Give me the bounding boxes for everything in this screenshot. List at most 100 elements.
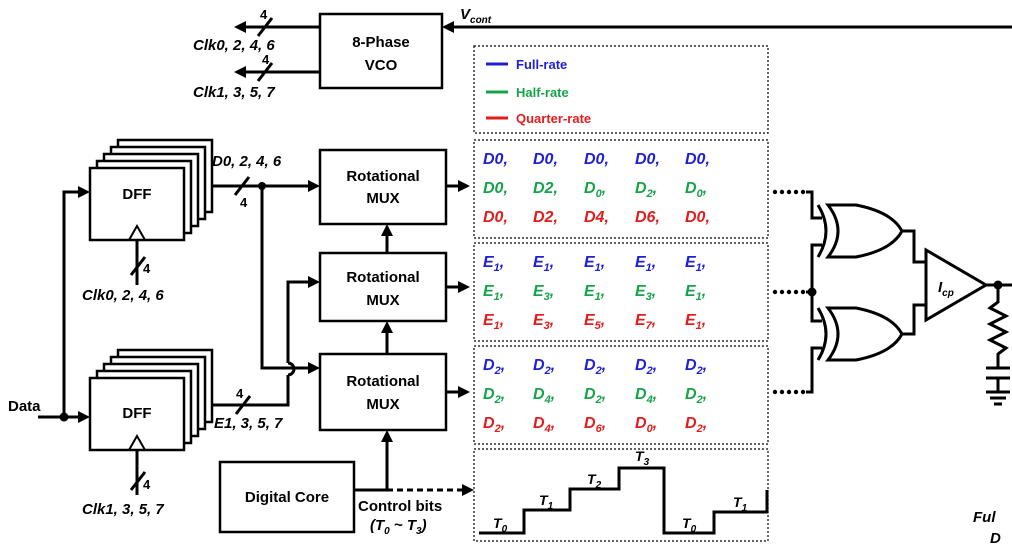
mux-top-line1: Rotational — [346, 168, 419, 185]
timing-diagram: T0 T1 T2 T3 T0 T1 — [473, 448, 769, 542]
d-even-bus-slash — [233, 176, 251, 196]
dff-bottom-clock-triangle — [128, 433, 146, 451]
xor-top-in-b-wire — [810, 243, 822, 292]
control-bits-arrowhead — [462, 484, 474, 496]
sequence-d-quarter-item: D0, — [483, 209, 508, 226]
xor-bot-in-b-wire — [806, 346, 822, 394]
data-top-arrowhead — [78, 186, 90, 198]
sequence-e-quarter-item: E5, — [584, 312, 605, 332]
dotted-connectors — [772, 189, 806, 395]
sequence-d2-full-item: D2, — [584, 357, 606, 377]
sequence-d-half-item: D0, — [483, 180, 508, 197]
clk-odd-arrowhead — [234, 66, 246, 78]
timing-t2: T2 — [587, 471, 602, 491]
xor-gate-bottom — [816, 306, 904, 362]
xor-gate-top — [816, 203, 904, 259]
e-odd-crossover — [287, 361, 296, 377]
dff-top-clock-triangle — [128, 223, 146, 241]
d-even-bus-width: 4 — [240, 195, 248, 210]
digital-core-label: Digital Core — [245, 489, 329, 506]
sequence-e-half-item: E1, — [584, 283, 605, 303]
mux-top-line2: MUX — [366, 190, 399, 207]
sequence-e-half-item: E3, — [635, 283, 656, 303]
data-bottom-arrowhead — [78, 411, 90, 423]
sequence-e-full-item: E1, — [483, 254, 504, 274]
sequence-e-full-item: E1, — [635, 254, 656, 274]
dff-top-clk-slash — [129, 256, 147, 276]
charge-pump-amplifier: Icp — [924, 247, 989, 323]
sequence-text-layer: D0,D0,D0,D0,D0,D0,D2,D0,D2,D0,D0,D2,D4,D… — [483, 151, 710, 435]
mux-bot-line1: Rotational — [346, 373, 419, 390]
control-staircase-waveform — [479, 466, 769, 535]
sequence-e-quarter-item: E3, — [533, 312, 554, 332]
e-odd-arrowhead — [308, 276, 320, 288]
sequence-d2-half-item: D4, — [635, 386, 657, 406]
dff-top-stack: DFF — [88, 138, 214, 242]
mux-mid-line2: MUX — [366, 292, 399, 309]
digital-core-block: Digital Core — [218, 460, 356, 534]
sequence-d2-full-item: D2, — [685, 357, 707, 377]
timing-t1-b: T1 — [733, 494, 748, 514]
clk-odd-bus-width: 4 — [262, 52, 270, 67]
timing-t0-b: T0 — [682, 515, 697, 535]
vco-label-line1: 8-Phase — [352, 34, 410, 51]
d-even-bottom-arrowhead — [308, 362, 320, 374]
vcont-arrowhead — [442, 21, 454, 33]
sequence-d2-half-item: D2, — [584, 386, 606, 406]
e-odd-bus-wire — [212, 375, 290, 407]
d-even-bus-label: D0, 2, 4, 6 — [212, 153, 282, 170]
sequence-d2-full-item: D2, — [635, 357, 657, 377]
sequence-e-quarter-item: E1, — [685, 312, 706, 332]
xor-bot-out-wire — [902, 303, 926, 336]
rotational-mux-bottom: Rotational MUX — [318, 352, 448, 432]
clk-even-arrowhead — [234, 21, 246, 33]
dff-bottom-clk-label: Clk1, 3, 5, 7 — [82, 501, 164, 518]
mux-top-out-arrowhead — [458, 180, 470, 192]
clk-even-bus-width: 4 — [260, 7, 268, 22]
sequence-e-quarter-item: E7, — [635, 312, 656, 332]
sequence-box-d2 — [473, 345, 769, 445]
sequence-e-full-item: E1, — [584, 254, 605, 274]
sequence-d2-quarter-item: D4, — [533, 415, 555, 435]
sequence-d-half-item: D2, — [533, 180, 558, 197]
mux-bot-out-arrowhead — [458, 386, 470, 398]
control-bits-label: Control bits — [358, 498, 442, 515]
loop-filter-resistor — [986, 285, 1010, 368]
sequence-d-full-item: D0, — [635, 151, 660, 168]
dff-top-clk-label: Clk0, 2, 4, 6 — [82, 287, 164, 304]
sequence-box-d — [473, 139, 769, 239]
sequence-e-half-item: E1, — [483, 283, 504, 303]
sequence-d-full-item: D0, — [533, 151, 558, 168]
ctrl-mid-arrowhead — [381, 321, 393, 333]
dff-top-clk-width: 4 — [143, 261, 151, 276]
vco-block: 8-Phase VCO — [318, 12, 444, 90]
sequence-d-half-item: D2, — [635, 180, 657, 200]
rotational-mux-top: Rotational MUX — [318, 148, 448, 226]
dff-bottom-clk-slash — [129, 471, 147, 491]
sequence-d2-quarter-item: D6, — [584, 415, 606, 435]
sequence-d2-quarter-item: D2, — [483, 415, 505, 435]
sequence-e-full-item: E1, — [533, 254, 554, 274]
sequence-e-full-item: E1, — [685, 254, 706, 274]
clk-even-top-label: Clk0, 2, 4, 6 — [193, 37, 275, 54]
control-bits-range: (T0 ~ T3) — [370, 517, 427, 537]
rotational-mux-middle: Rotational MUX — [318, 251, 448, 323]
ctrl-top-arrowhead — [381, 224, 393, 236]
dff-bottom-label: DFF — [122, 405, 151, 422]
dff-top-label: DFF — [122, 186, 151, 203]
clk-odd-top-label: Clk1, 3, 5, 7 — [193, 84, 275, 101]
cutoff-text-line1: Ful — [973, 509, 996, 526]
sequence-d-quarter-item: D4, — [584, 209, 609, 226]
rate-legend: Full-rate Half-rate Quarter-rate — [473, 45, 769, 134]
e-odd-bus-slash — [234, 395, 252, 415]
e-odd-bus-label: E1, 3, 5, 7 — [214, 415, 283, 432]
xor-bot-in-a-wire — [810, 292, 822, 323]
clk-odd-bus-slash — [256, 62, 274, 82]
sequence-d2-half-item: D2, — [685, 386, 707, 406]
sequence-e-half-item: E3, — [533, 283, 554, 303]
dff-bottom-clk-width: 4 — [143, 477, 151, 492]
e-odd-bus-width: 4 — [236, 386, 244, 401]
sequence-d-full-item: D0, — [584, 151, 609, 168]
sequence-d-full-item: D0, — [685, 151, 710, 168]
timing-t0-a: T0 — [493, 515, 508, 535]
